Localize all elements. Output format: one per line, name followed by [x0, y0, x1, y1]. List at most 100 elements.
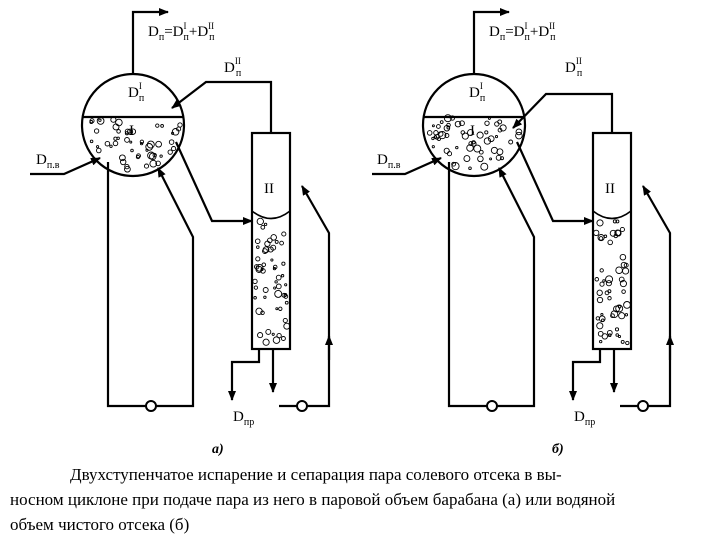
bubble: [614, 327, 620, 332]
stage2-roman: II: [264, 181, 274, 197]
bubble: [443, 114, 452, 123]
bubble: [451, 161, 456, 167]
bubble: [272, 264, 278, 270]
bubble: [619, 280, 627, 288]
bubble: [255, 265, 263, 273]
bubble: [619, 226, 625, 233]
cyclone-water-bubbles: [593, 219, 631, 346]
bubble: [436, 136, 442, 142]
bubble: [599, 339, 603, 344]
cyclone-steam-pipe: [171, 80, 273, 133]
bubble: [595, 316, 600, 321]
blowdown-label: Dпр: [233, 409, 254, 428]
bubble: [284, 283, 288, 287]
bubble: [270, 234, 277, 241]
bubble: [607, 239, 613, 246]
bubble: [594, 277, 600, 282]
bubble: [515, 128, 523, 136]
bubble: [145, 143, 154, 151]
bubble: [96, 147, 102, 154]
feed-water-label: Dп.в: [377, 152, 401, 171]
drum: [421, 72, 527, 178]
stage2-roman: II: [605, 181, 615, 197]
bubble: [618, 312, 626, 320]
bubble: [146, 140, 155, 149]
bubble: [171, 131, 175, 135]
bubble: [282, 317, 288, 324]
bubble: [607, 289, 612, 294]
bubble: [256, 217, 264, 226]
bubble: [283, 293, 288, 297]
bubble: [443, 147, 450, 154]
bubble: [98, 118, 102, 122]
blowdown-pipe: [569, 349, 602, 401]
feed-water-label: Dп.в: [36, 152, 60, 171]
bubble: [256, 245, 260, 249]
bubble: [139, 139, 145, 144]
bubble: [171, 146, 177, 152]
cyclone-steam-pipe: [512, 92, 614, 133]
stage1-roman: I: [129, 123, 134, 139]
bubble: [470, 140, 477, 147]
bubble: [255, 263, 264, 272]
bubble: [159, 154, 163, 158]
bubble: [280, 274, 285, 278]
bubble: [459, 120, 465, 127]
bubble: [487, 135, 495, 143]
bubble: [500, 156, 504, 161]
bubble: [270, 244, 277, 251]
bubble: [124, 131, 129, 136]
panel-a: [30, 8, 333, 412]
bubble: [89, 120, 94, 124]
bubble: [274, 280, 278, 284]
bubble: [515, 131, 523, 140]
bubble: [278, 306, 283, 311]
bubble: [139, 141, 144, 146]
bubble: [262, 287, 269, 293]
bubble: [124, 165, 131, 173]
bubble: [463, 155, 471, 163]
bubble: [273, 286, 277, 290]
bubble: [272, 336, 281, 344]
bubble: [426, 130, 433, 136]
bubble: [484, 130, 489, 135]
bubble: [152, 152, 157, 158]
bubble: [263, 222, 268, 227]
bubble: [607, 296, 612, 301]
bubble: [444, 133, 450, 138]
bubble: [619, 253, 627, 261]
valve-2: [637, 400, 649, 412]
bubble: [253, 285, 259, 290]
bubble: [130, 148, 134, 153]
bubble: [281, 261, 286, 266]
bubble: [113, 136, 118, 141]
bubble: [168, 139, 175, 145]
stage1-roman: I: [470, 123, 475, 139]
bubble: [439, 120, 444, 124]
bubble: [497, 119, 503, 125]
panel-label: б): [552, 442, 564, 457]
return-pipe: [497, 167, 536, 408]
bubble: [460, 130, 466, 135]
cyclone-riser-pipe: [301, 185, 331, 408]
drum-to-cyclone-pipe: [515, 141, 594, 225]
bubble: [262, 248, 268, 254]
return-pipe: [156, 167, 195, 408]
bubble: [605, 275, 614, 284]
bubble: [275, 283, 282, 290]
bubble: [109, 144, 113, 148]
bubble: [467, 129, 474, 137]
bubble: [260, 224, 266, 230]
bubble: [89, 139, 94, 144]
bubble: [612, 219, 617, 224]
bubble: [255, 256, 261, 262]
drum-water-bubbles: [426, 114, 523, 171]
bubble: [494, 135, 499, 139]
bubble: [490, 146, 498, 154]
bubble: [284, 300, 289, 305]
bubble: [254, 238, 261, 244]
bubble: [155, 123, 160, 128]
